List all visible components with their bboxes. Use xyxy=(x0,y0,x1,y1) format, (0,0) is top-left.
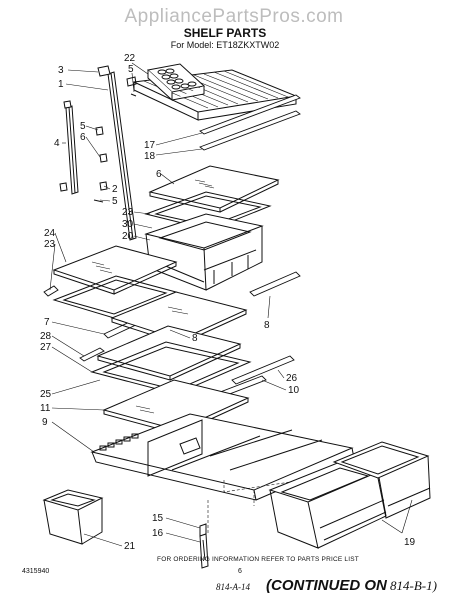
callout-25: 25 xyxy=(40,389,52,400)
wire-shelf xyxy=(132,63,301,151)
callout-6: 6 xyxy=(156,169,162,180)
dairy-bin xyxy=(42,489,104,545)
ordering-note: FOR ORDERING INFORMATION REFER TO PARTS … xyxy=(157,556,359,563)
shelf-rail xyxy=(249,271,301,297)
callout-8: 8 xyxy=(264,320,270,331)
callouts: 3 1 22 5 5 6 4 17 18 2 5 6 23 30 20 24 2… xyxy=(40,53,416,552)
callout-16: 16 xyxy=(152,528,164,539)
callout-30: 30 xyxy=(122,219,134,230)
callout-11: 11 xyxy=(40,403,51,414)
callout-9: 9 xyxy=(42,417,48,428)
callout-28: 28 xyxy=(40,331,52,342)
callout-6: 6 xyxy=(80,132,86,143)
callout-18: 18 xyxy=(144,151,156,162)
leader-lines xyxy=(49,62,413,547)
callout-3: 3 xyxy=(58,65,64,76)
watermark: AppliancePartsPros.com xyxy=(124,6,343,27)
crisper-support xyxy=(199,523,209,569)
callout-4: 4 xyxy=(54,138,60,149)
page-number: 6 xyxy=(238,568,242,575)
callout-8: 8 xyxy=(192,333,198,344)
crisper-drawer-right xyxy=(332,441,431,519)
callout-23: 23 xyxy=(44,239,56,250)
callout-19: 19 xyxy=(404,537,416,548)
callout-17: 17 xyxy=(144,140,156,151)
callout-23: 23 xyxy=(122,207,134,218)
callout-21: 21 xyxy=(124,541,136,552)
callout-15: 15 xyxy=(152,513,164,524)
callout-5: 5 xyxy=(80,121,86,132)
guide-line xyxy=(223,475,331,493)
handwritten-page-ref: 814-A-14 xyxy=(216,582,250,592)
model-line: For Model: ET18ZKXTW02 xyxy=(171,40,280,50)
handwritten-continued-ref: 814-B-1) xyxy=(390,578,437,593)
shelf-track-assembly xyxy=(59,65,137,241)
continued-note: (CONTINUED ON xyxy=(266,577,388,594)
meat-drawer xyxy=(144,213,264,291)
callout-5: 5 xyxy=(128,64,134,75)
callout-27: 27 xyxy=(40,342,52,353)
page-title: SHELF PARTS xyxy=(184,26,266,40)
document-number: 4315940 xyxy=(22,568,49,575)
callout-1: 1 xyxy=(58,79,64,90)
callout-24: 24 xyxy=(44,228,56,239)
callout-22: 22 xyxy=(124,53,136,64)
callout-5: 5 xyxy=(112,196,118,207)
callout-10: 10 xyxy=(288,385,300,396)
callout-2: 2 xyxy=(112,184,118,195)
callout-7: 7 xyxy=(44,317,50,328)
callout-26: 26 xyxy=(286,373,298,384)
callout-20: 20 xyxy=(122,231,134,242)
